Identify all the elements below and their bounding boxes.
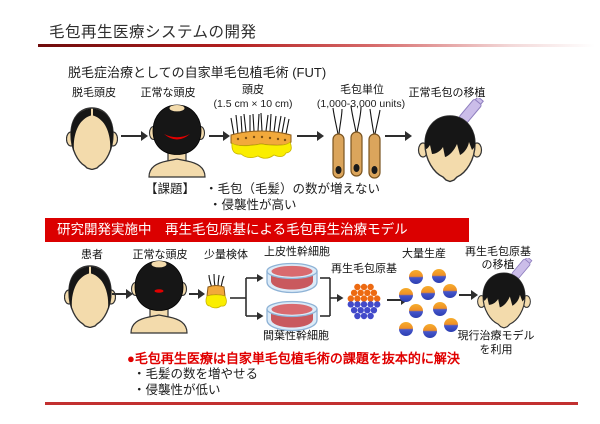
head-back-incision-icon bbox=[148, 104, 206, 178]
label-germ: 再生毛包原基 bbox=[331, 263, 397, 275]
arrow-right-icon bbox=[459, 290, 478, 300]
label-small-sample: 少量検体 bbox=[204, 249, 248, 261]
arrow-right-icon bbox=[189, 289, 205, 299]
branch-connector bbox=[228, 258, 348, 342]
title-underline bbox=[38, 44, 595, 47]
scalp-strip-icon bbox=[228, 112, 294, 162]
label-current-model-2: を利用 bbox=[479, 344, 513, 356]
conclusion-headline: ●毛包再生医療は自家単毛包植毛術の課題を抜本的に解決 bbox=[127, 351, 460, 366]
label-current-model: 現行治療モデル bbox=[457, 330, 535, 342]
label-patient: 患者 bbox=[81, 249, 103, 261]
label-scalp-size: (1.5 cm × 10 cm) bbox=[213, 98, 293, 110]
small-sample-icon bbox=[202, 274, 230, 310]
follicle-units-icon bbox=[330, 104, 384, 182]
issue-item: ・侵襲性が高い bbox=[209, 198, 297, 212]
label-germ-transplant: 再生毛包原基 bbox=[465, 246, 531, 258]
label-scalp: 頭皮 bbox=[242, 84, 264, 96]
label-epithelial-cells: 上皮性幹細胞 bbox=[264, 246, 330, 258]
fut-issues: 【課題】 ・毛包（毛髪）の数が増えない ・侵襲性が高い bbox=[145, 181, 380, 213]
transplant-head-icon bbox=[412, 98, 488, 184]
fut-section-heading: 脱毛症治療としての自家単毛包植毛術 (FUT) bbox=[68, 65, 327, 80]
bald-head-front-icon bbox=[66, 106, 118, 170]
conclusion-point: ・侵襲性が低い bbox=[133, 382, 221, 397]
bottom-rule bbox=[45, 402, 578, 405]
conclusion-point: ・毛髪の数を増やせる bbox=[133, 367, 259, 382]
arrow-right-icon bbox=[112, 289, 133, 299]
arrow-right-icon bbox=[297, 131, 324, 141]
germ-transplant-head-icon bbox=[472, 258, 536, 330]
conclusion-block: ●毛包再生医療は自家単毛包植毛術の課題を抜本的に解決 ・毛髪の数を増やせる ・侵… bbox=[127, 351, 460, 398]
label-normal-transplant: 正常毛包の移植 bbox=[408, 87, 486, 99]
production-spheres-icon bbox=[398, 268, 458, 346]
arrow-right-icon bbox=[209, 131, 230, 141]
head-back-biopsy-icon bbox=[130, 260, 188, 334]
label-germ-transplant-2: の移植 bbox=[481, 259, 515, 271]
germ-cluster-icon bbox=[344, 282, 384, 322]
label-normal-scalp-2: 正常な頭皮 bbox=[132, 249, 188, 261]
label-normal-scalp: 正常な頭皮 bbox=[140, 87, 196, 99]
bald-head-front-icon bbox=[64, 264, 116, 328]
issues-title: 【課題】 bbox=[145, 182, 196, 196]
issue-item: ・毛包（毛髪）の数が増えない bbox=[205, 182, 381, 196]
arrow-right-icon bbox=[121, 131, 148, 141]
label-follicular-unit: 毛包単位 bbox=[340, 84, 384, 96]
petri-dish-icon bbox=[264, 300, 320, 332]
page-title: 毛包再生医療システムの開発 bbox=[49, 24, 257, 41]
arrow-right-icon bbox=[385, 131, 412, 141]
petri-dish-icon bbox=[264, 262, 320, 294]
research-banner: 研究開発実施中 再生毛包原基による毛包再生治療モデル bbox=[45, 218, 469, 242]
label-bald-scalp: 脱毛頭皮 bbox=[72, 87, 116, 99]
label-follicular-count: (1,000-3,000 units) bbox=[316, 98, 406, 110]
label-mesenchymal-cells: 間葉性幹細胞 bbox=[263, 330, 329, 342]
label-mass-production: 大量生産 bbox=[402, 248, 446, 260]
